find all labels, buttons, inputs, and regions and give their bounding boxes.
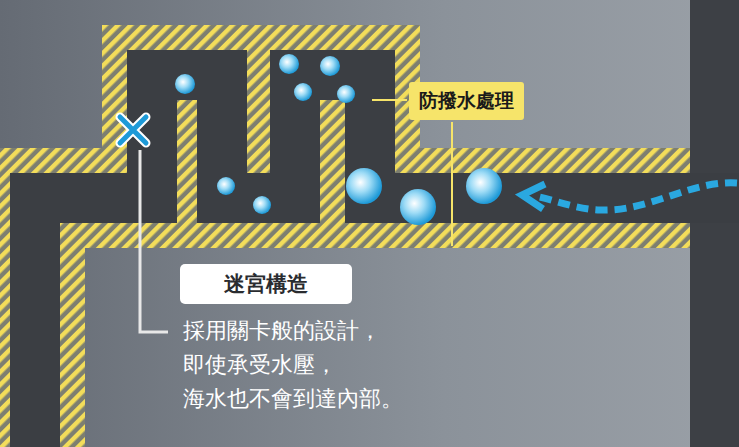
leader-line [372, 99, 407, 101]
description-text: 採用關卡般的設計， 即使承受水壓， 海水也不會到達內部。 [183, 314, 433, 416]
leader-line [451, 122, 453, 246]
arrow-head [522, 184, 545, 209]
housing [690, 0, 739, 447]
box-text: 迷宮構造 [224, 272, 308, 296]
title-box: 迷宮構造 [180, 264, 352, 304]
box-text: 防撥水處理 [419, 89, 514, 111]
blocked-mark [120, 117, 146, 143]
housing [690, 223, 739, 447]
housing [690, 0, 739, 173]
water-flow-arrow [535, 183, 737, 210]
leader-line [140, 150, 168, 332]
channel [35, 75, 739, 447]
label-box: 防撥水處理 [409, 82, 524, 120]
